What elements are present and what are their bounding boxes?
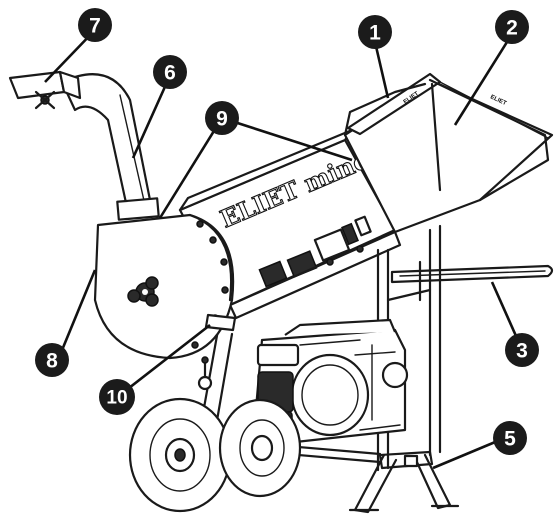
svg-text:5: 5 <box>504 428 516 451</box>
svg-text:3: 3 <box>516 340 528 363</box>
callout-lines <box>44 29 522 470</box>
callout-9: 9 <box>205 101 239 135</box>
fan-housing <box>93 213 235 360</box>
svg-text:2: 2 <box>506 17 518 40</box>
callout-3: 3 <box>505 333 539 367</box>
stand-feet <box>348 450 460 514</box>
svg-text:1: 1 <box>369 22 381 45</box>
callout-7: 7 <box>78 8 112 42</box>
deflector-wingnut <box>34 90 56 110</box>
fan-hub-knob <box>127 276 159 307</box>
discharge-chute <box>8 70 160 221</box>
callout-8: 8 <box>35 343 69 377</box>
tow-bracket <box>197 313 237 391</box>
push-handle <box>390 260 554 302</box>
svg-text:6: 6 <box>164 62 176 85</box>
svg-text:10: 10 <box>106 388 127 409</box>
feed-hopper: ELIET ELIET <box>343 72 554 234</box>
wheel-rear <box>218 398 302 498</box>
chute-deflector <box>8 70 82 110</box>
callout-2: 2 <box>495 10 529 44</box>
callout-10: 10 <box>99 379 135 415</box>
callout-5: 5 <box>493 421 527 455</box>
callout-1: 1 <box>358 15 392 49</box>
hopper-decal-side: ELIET <box>489 94 507 107</box>
svg-text:7: 7 <box>89 15 101 38</box>
svg-text:9: 9 <box>216 108 228 131</box>
callout-6: 6 <box>153 55 187 89</box>
svg-text:8: 8 <box>46 350 58 373</box>
wheel-front <box>128 397 232 513</box>
